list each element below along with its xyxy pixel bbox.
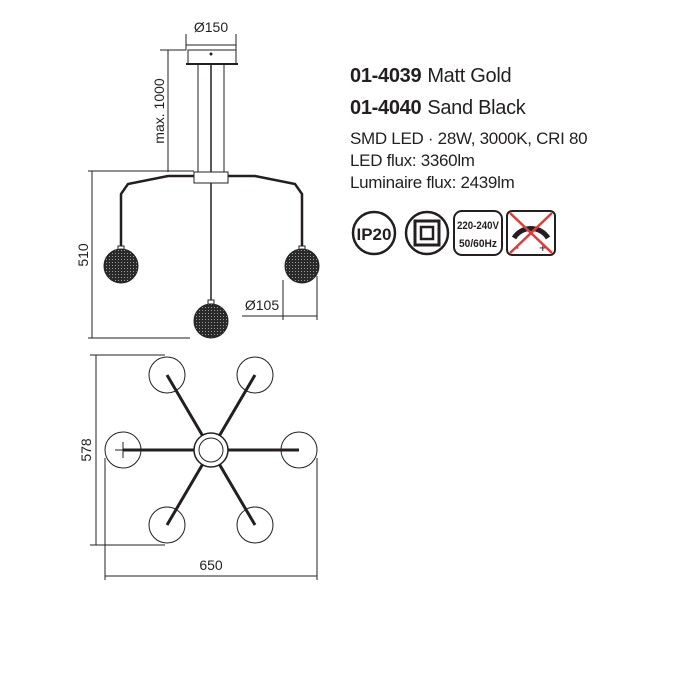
top-view (90, 354, 318, 580)
globe-outline (236, 506, 274, 544)
globe-shade (103, 248, 139, 284)
badges: IP20 220-240V 50/60Hz - + (351, 210, 556, 256)
canopy (187, 49, 237, 65)
globe-shade (193, 303, 229, 339)
spec-light-source: SMD LED · 28W, 3000K, CRI 80 (350, 129, 588, 148)
product-code: 01-4039 (350, 65, 422, 87)
globe-outline (148, 356, 186, 394)
max-length-label: max. 1000 (151, 78, 167, 144)
side-view (88, 34, 318, 339)
depth-label: 578 (78, 438, 94, 462)
hub-inner (198, 437, 224, 463)
specs: SMD LED · 28W, 3000K, CRI 80 LED flux: 3… (350, 128, 588, 194)
product-finish: Sand Black (427, 97, 526, 119)
arm-right (228, 174, 304, 246)
canopy-diameter-label: Ø150 (194, 19, 228, 35)
globe-outline (280, 431, 318, 469)
arm-left (119, 174, 194, 246)
socket (207, 299, 215, 305)
ip20-icon: IP20 (351, 210, 397, 256)
hub (193, 171, 229, 184)
globe-outline (236, 356, 274, 394)
not-dimmable-icon: - + (506, 210, 556, 256)
globe-outline (148, 506, 186, 544)
canopy-screw (209, 52, 213, 56)
spec-led-flux: LED flux: 3360lm (350, 151, 475, 170)
shade-diameter-label: Ø105 (245, 297, 279, 313)
spec-luminaire-flux: Luminaire flux: 2439lm (350, 173, 515, 192)
product-finish: Matt Gold (427, 65, 512, 87)
globe-outline (104, 431, 142, 469)
frequency-text: 50/60Hz (459, 238, 497, 250)
globe-shade (284, 248, 320, 284)
product-code: 01-4040 (350, 97, 422, 119)
globes (103, 245, 320, 339)
width-label: 650 (199, 557, 223, 573)
height-label: 510 (75, 243, 91, 267)
dimmer-plus: + (539, 240, 547, 255)
voltage-icon: 220-240V 50/60Hz (453, 210, 503, 256)
double-insulation-class-ii-icon (404, 210, 450, 256)
ip-rating-text: IP20 (357, 225, 392, 244)
voltage-text: 220-240V (457, 220, 500, 232)
